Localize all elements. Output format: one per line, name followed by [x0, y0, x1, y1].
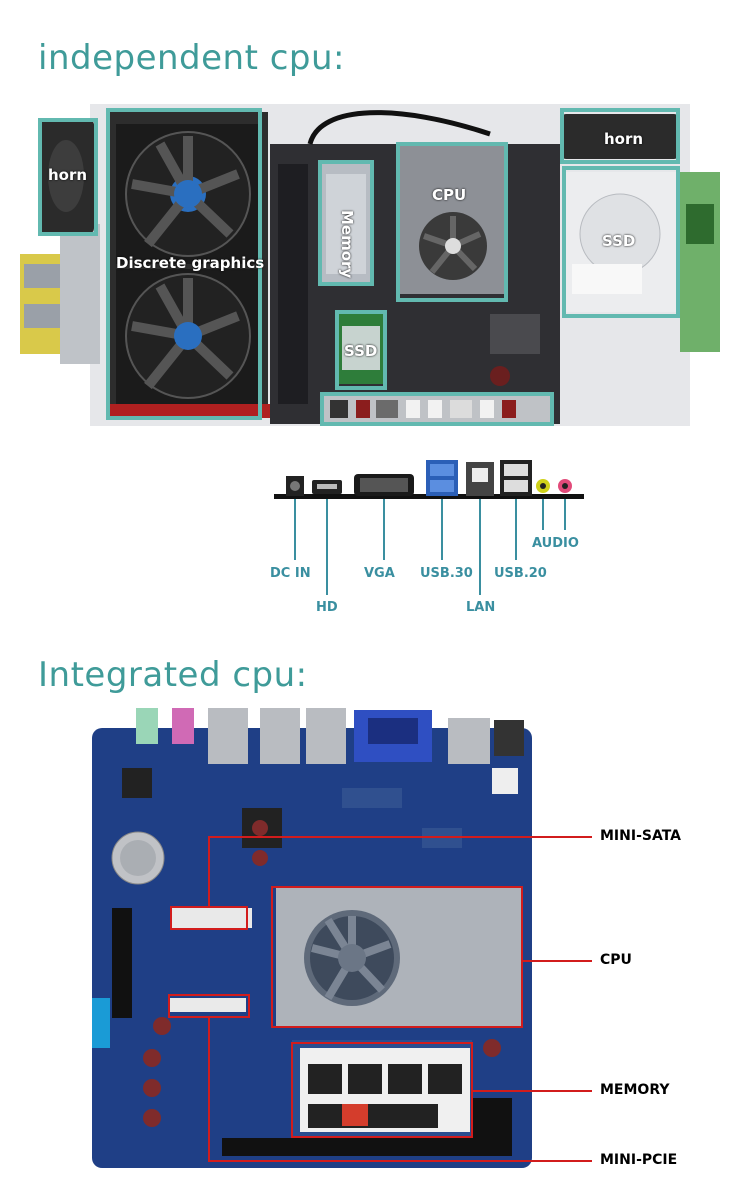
- speaker-icon: [562, 114, 678, 159]
- port-label-lan: LAN: [466, 600, 496, 615]
- memory-box-red: [291, 1042, 473, 1138]
- io-port-panel: DC IN HD VGA USB.30 LAN USB.20 AUDIO: [260, 450, 600, 620]
- port-label-vga: VGA: [364, 566, 395, 581]
- independent-board-photo: horn Discrete graphics Memory CPU SSD ho…: [20, 104, 726, 426]
- port-icon: [136, 708, 524, 764]
- integrated-board-illustration: [92, 708, 532, 1168]
- hdd-icon: [565, 172, 677, 312]
- label-mini-pcie: MINI-PCIE: [600, 1152, 678, 1168]
- memory-label: Memory: [338, 210, 356, 279]
- port-label-dc-in: DC IN: [270, 566, 311, 581]
- fan-icon: [125, 131, 251, 257]
- port-label-usb20: USB.20: [494, 566, 547, 581]
- horn-right-label: horn: [604, 130, 644, 148]
- label-mini-sata: MINI-SATA: [600, 828, 682, 844]
- horn-left-box: [38, 118, 98, 236]
- mini-sata-leader: [208, 836, 592, 838]
- port-label-audio: AUDIO: [532, 536, 579, 551]
- speaker-icon: [38, 119, 94, 234]
- fan-icon: [125, 273, 251, 399]
- io-port-diagram: [274, 460, 584, 595]
- label-cpu: CPU: [600, 952, 632, 968]
- ssd-left-box: [335, 310, 387, 390]
- mini-pcie-leader: [208, 1160, 592, 1162]
- cpu-box: [396, 142, 508, 302]
- ssd-right-box: [562, 166, 680, 318]
- horn-left-label: horn: [48, 166, 88, 184]
- port-label-hd: HD: [316, 600, 338, 615]
- independent-cpu-heading: independent cpu:: [38, 38, 346, 78]
- independent-board-illustration: [20, 104, 726, 426]
- integrated-board-photo: [92, 708, 532, 1168]
- label-memory: MEMORY: [600, 1082, 670, 1098]
- integrated-cpu-heading: Integrated cpu:: [38, 655, 308, 695]
- horn-right-box: [560, 108, 680, 164]
- memory-leader: [473, 1090, 592, 1092]
- ssd-left-label: SSD: [344, 342, 378, 360]
- memory-box: [318, 160, 374, 286]
- mini-pcie-box: [168, 994, 250, 1018]
- ram-icon: [292, 1040, 472, 1140]
- cpu-leader: [523, 960, 592, 962]
- cpu-box-red: [271, 886, 523, 1028]
- port-icon: [286, 460, 572, 496]
- fan-icon: [304, 910, 400, 1006]
- mini-sata-leader-v: [208, 836, 210, 906]
- cpu-label: CPU: [432, 186, 467, 204]
- port-label-usb30: USB.30: [420, 566, 473, 581]
- ssd-right-label: SSD: [602, 232, 636, 250]
- fan-icon: [419, 212, 487, 280]
- graphics-card: [108, 112, 278, 418]
- graphics-box: [106, 108, 262, 420]
- port-icon: [324, 396, 552, 422]
- graphics-label: Discrete graphics: [116, 254, 265, 272]
- mini-pcie-leader-v: [208, 1018, 210, 1160]
- io-box: [320, 392, 554, 426]
- mini-sata-box: [170, 906, 248, 930]
- ram-icon: [320, 164, 372, 284]
